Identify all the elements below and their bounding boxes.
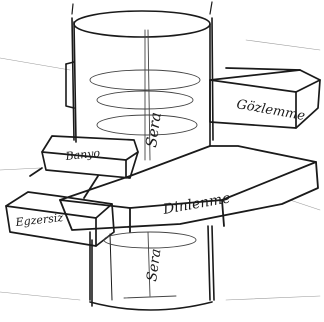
egzersiz-box bbox=[6, 168, 114, 246]
upper-cylinder bbox=[72, 2, 213, 160]
label-egzersiz: Egzersiz bbox=[14, 211, 64, 229]
label-banyo: Banyo bbox=[64, 146, 101, 163]
label-sera-upper: Sera bbox=[142, 111, 165, 148]
label-dinlenme: Dinlenme bbox=[161, 190, 232, 218]
label-sera-lower: Sera bbox=[144, 248, 164, 283]
